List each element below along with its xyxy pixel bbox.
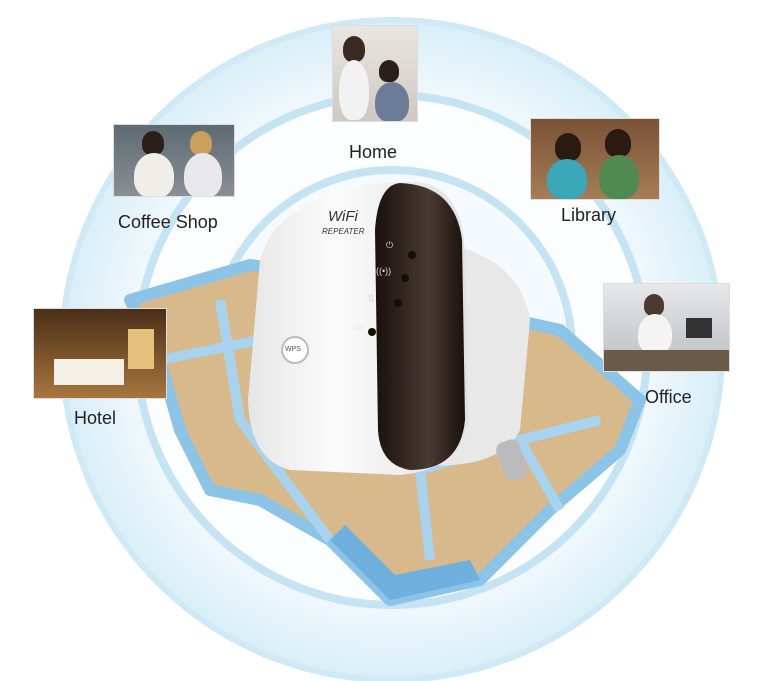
home-photo (332, 25, 418, 122)
office-label: Office (645, 387, 692, 407)
wps-button (281, 336, 309, 364)
wps-button-label: WPS (285, 346, 301, 353)
library-photo (530, 118, 660, 200)
home-label: Home (349, 142, 398, 162)
wireless-icon: ((•)) (376, 266, 392, 276)
power-icon: ⏻ (386, 240, 394, 250)
hotel-photo (33, 308, 167, 399)
lan-icon: ▭ (354, 322, 363, 332)
coffee-shop-photo (113, 124, 235, 197)
office-photo (603, 283, 730, 372)
wifi-repeater-device (248, 181, 530, 481)
device-model: REPEATER (322, 227, 365, 236)
coffee-shop-label: Coffee Shop (118, 212, 218, 232)
sync-icon: ⇅ (367, 294, 376, 305)
library-label: Library (561, 205, 617, 225)
hotel-label: Hotel (74, 408, 117, 428)
device-brand: WiFi (328, 208, 358, 225)
